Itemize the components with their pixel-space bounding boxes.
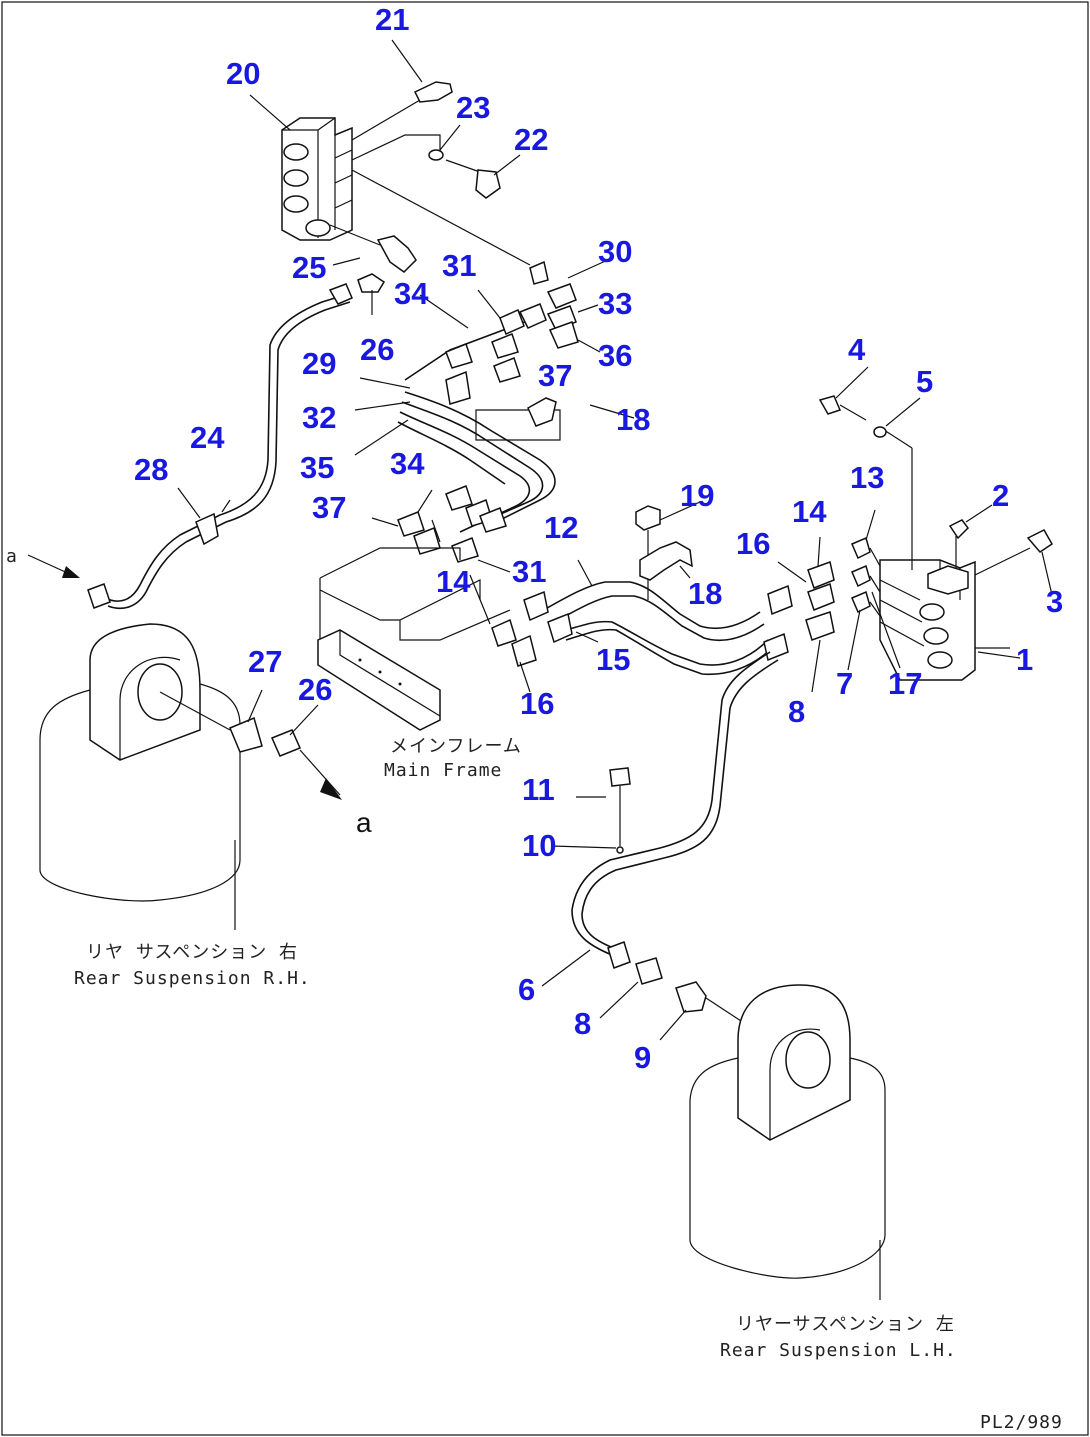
rear-suspension-rh-caption-en: Rear Suspension R.H. — [74, 968, 311, 989]
part-label-26-lower: 26 — [298, 672, 332, 707]
part-label-31-upper: 31 — [442, 248, 476, 283]
part-label-18-upper: 18 — [616, 402, 650, 437]
line-art — [27, 39, 1053, 1300]
part-label-25: 25 — [292, 250, 326, 285]
part-label-14-right: 14 — [792, 494, 827, 529]
captions: メインフレーム Main Frame リヤ サスペンション 右 Rear Sus… — [6, 546, 1063, 1433]
part-label-5: 5 — [916, 364, 933, 399]
part-label-1: 1 — [1016, 642, 1033, 677]
part-label-19: 19 — [680, 478, 714, 513]
valve-block-right — [879, 559, 1010, 681]
rear-suspension-rh-caption-jp: リヤ サスペンション 右 — [86, 942, 298, 963]
part-label-30: 30 — [598, 234, 632, 269]
part-label-8-upper: 8 — [788, 694, 805, 729]
part-label-26-upper: 26 — [360, 332, 394, 367]
part-label-27: 27 — [248, 644, 282, 679]
part-label-2: 2 — [992, 478, 1009, 513]
part-label-28: 28 — [134, 452, 168, 487]
part-label-32: 32 — [302, 400, 336, 435]
part-label-7: 7 — [836, 666, 853, 701]
part-label-8-lower: 8 — [574, 1006, 591, 1041]
part-label-33: 33 — [598, 286, 632, 321]
part-label-17: 17 — [888, 666, 922, 701]
marker-a-bottom: a — [356, 807, 372, 838]
part-label-34-lower: 34 — [390, 446, 425, 481]
part-label-21: 21 — [375, 2, 409, 37]
part-label-36: 36 — [598, 338, 632, 373]
part-label-16-right: 16 — [736, 526, 770, 561]
rear-suspension-lh — [689, 984, 886, 1300]
part-label-34-upper: 34 — [394, 276, 429, 311]
part-label-35: 35 — [300, 450, 334, 485]
part-label-18-lower: 18 — [688, 576, 722, 611]
part-label-37-upper: 37 — [538, 358, 572, 393]
part-label-4: 4 — [848, 332, 866, 367]
part-label-14-mid: 14 — [436, 564, 471, 599]
part-label-29: 29 — [302, 346, 336, 381]
part-label-23: 23 — [456, 90, 490, 125]
main-frame-caption-jp: メインフレーム — [390, 736, 522, 757]
marker-a-left: a — [6, 546, 18, 567]
rear-suspension-lh-caption-jp: リヤーサスペンション 左 — [736, 1314, 955, 1335]
part-label-37-lower: 37 — [312, 490, 346, 525]
part-label-10: 10 — [522, 828, 556, 863]
part-label-3: 3 — [1046, 584, 1063, 619]
rear-suspension-lh-caption-en: Rear Suspension L.H. — [720, 1340, 957, 1361]
main-frame-caption-en: Main Frame — [384, 760, 502, 781]
part-labels: 21 20 23 22 30 25 31 34 33 26 36 29 37 4… — [134, 2, 1063, 1075]
part-label-12: 12 — [544, 510, 578, 545]
drawing-reference: PL2/989 — [980, 1412, 1063, 1433]
part-label-6: 6 — [518, 972, 535, 1007]
part-label-13: 13 — [850, 460, 884, 495]
part-label-15: 15 — [596, 642, 630, 677]
part-label-22: 22 — [514, 122, 548, 157]
part-label-20: 20 — [226, 56, 260, 91]
part-label-9: 9 — [634, 1040, 651, 1075]
rear-suspension-rh — [39, 623, 241, 930]
part-label-24: 24 — [190, 420, 225, 455]
part-label-31-lower: 31 — [512, 554, 546, 589]
valve-block-upper — [281, 117, 353, 241]
part-label-16-mid: 16 — [520, 686, 554, 721]
part-label-11: 11 — [522, 772, 555, 807]
